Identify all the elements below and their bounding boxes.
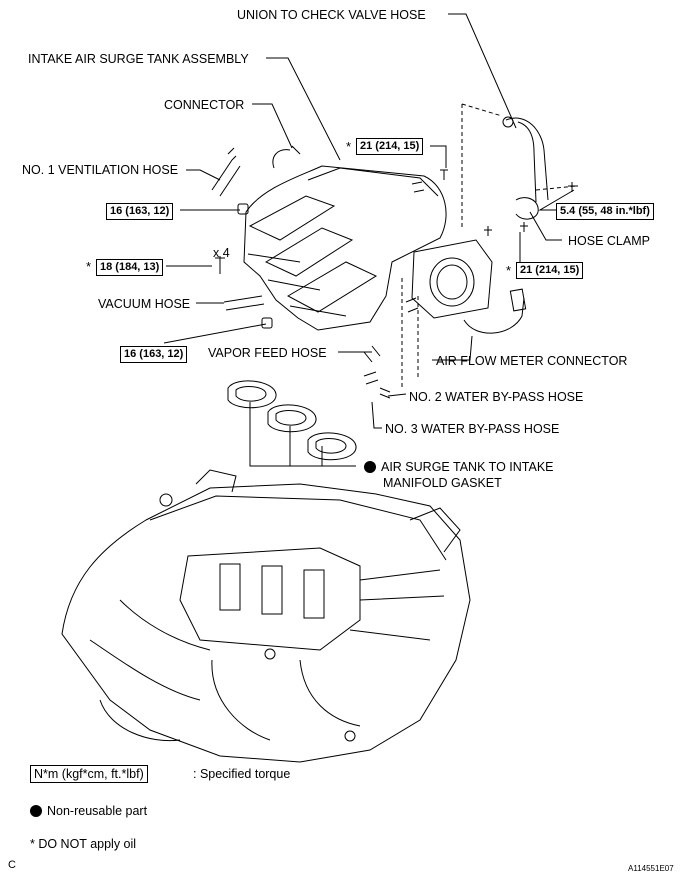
engine-block: [61, 469, 471, 763]
torque-16-top: 16 (163, 12): [106, 203, 174, 220]
label-air-flow-meter-connector: AIR FLOW METER CONNECTOR: [436, 354, 628, 368]
asterisk-torque-21-top: *: [346, 139, 352, 154]
gaskets: [227, 380, 357, 461]
label-gasket-line-2: MANIFOLD GASKET: [383, 476, 502, 490]
connector-part: [272, 145, 301, 169]
label-hose-clamp: HOSE CLAMP: [568, 234, 650, 248]
label-intake-air-surge-tank: INTAKE AIR SURGE TANK ASSEMBLY: [28, 52, 249, 66]
surge-tank-body: [243, 165, 447, 331]
legend-nonreusable: Non-reusable part: [30, 804, 147, 818]
vapor-feed-hose-part: [363, 345, 381, 363]
water-bypass-hose-2: [379, 387, 391, 399]
leader-hose-clamp: [529, 211, 562, 241]
torque-21-right: 21 (214, 15): [516, 262, 584, 279]
surge-tank-runner-3: [286, 261, 378, 313]
torque-21-top: 21 (214, 15): [356, 138, 424, 155]
leader-gasket: [249, 402, 356, 467]
label-water-bypass-hose-3: NO. 3 WATER BY-PASS HOSE: [385, 422, 560, 436]
air-flow-plug: [509, 288, 527, 312]
leader-torque16-bottom: [163, 323, 267, 344]
legend-torque-box: N*m (kgf*cm, ft.*lbf): [30, 765, 148, 783]
leader-water2: [387, 393, 407, 397]
label-gasket-line-1: AIR SURGE TANK TO INTAKE: [364, 460, 554, 474]
leader-water3: [371, 401, 382, 429]
asterisk-torque-21-right: *: [506, 263, 512, 278]
leader-torque54: [538, 189, 575, 211]
leader-torque21-top: [430, 145, 447, 168]
torque-5-4: 5.4 (55, 48 in.*lbf): [556, 203, 654, 220]
torque-16-bottom: 16 (163, 12): [120, 346, 188, 363]
bolts: [215, 169, 578, 329]
ventilation-hose-part: [211, 159, 241, 197]
corner-mark: C: [8, 859, 16, 871]
leader-surge-tank: [266, 57, 341, 161]
legend-no-oil: * DO NOT apply oil: [30, 837, 137, 851]
asterisk-torque-18: *: [86, 259, 92, 274]
hose-clamp-part: [515, 197, 539, 220]
throttle-bore: [429, 257, 475, 307]
label-times-four: x 4: [213, 246, 230, 260]
legend-torque-desc: : Specified torque: [193, 767, 291, 781]
torque-18: 18 (184, 13): [96, 259, 164, 276]
leader-air-flow: [432, 335, 473, 361]
union-check-valve-hose: [505, 117, 549, 203]
leader-connector: [252, 103, 293, 149]
non-reusable-dot: [364, 461, 376, 473]
label-vapor-feed-hose: VAPOR FEED HOSE: [208, 346, 327, 360]
hose-clamp-upper: [502, 116, 514, 128]
throttle-body: [411, 239, 493, 319]
surge-tank-runner-2: [264, 227, 354, 277]
water-bypass-hose-3: [363, 371, 379, 385]
leader-union-hose: [448, 13, 517, 129]
legend-dot: [30, 805, 42, 817]
label-connector: CONNECTOR: [164, 98, 245, 112]
label-water-bypass-hose-2: NO. 2 WATER BY-PASS HOSE: [409, 390, 584, 404]
air-flow-wire: [463, 297, 525, 334]
surge-tank-runner-1: [248, 195, 336, 241]
alignment-lines: [401, 103, 577, 390]
figure-id: A114551E07: [628, 864, 674, 873]
label-union-check-valve-hose: UNION TO CHECK VALVE HOSE: [237, 8, 426, 22]
label-vacuum-hose: VACUUM HOSE: [98, 297, 191, 311]
vacuum-hose-part: [223, 295, 265, 311]
surge-tank-flange-1: [247, 253, 347, 317]
leader-vent-hose: [186, 169, 221, 181]
label-ventilation-hose: NO. 1 VENTILATION HOSE: [22, 163, 179, 177]
